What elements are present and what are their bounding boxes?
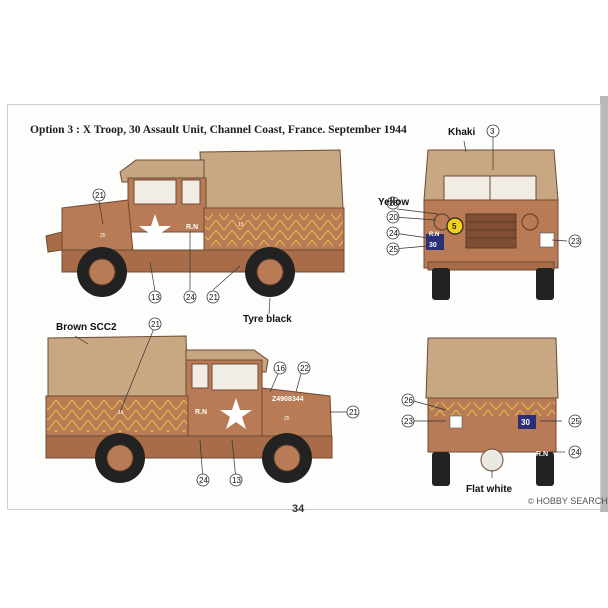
callout-13-a: 13 [151, 293, 160, 302]
callout-24-a: 24 [186, 293, 195, 302]
brown-label: Brown SCC2 [56, 322, 117, 333]
unit-number-front: 30 [429, 242, 437, 249]
rn-marking-right: R.N [195, 409, 207, 416]
hobby-search-watermark: © HOBBY SEARCH [528, 496, 608, 506]
rn-marking-left: R.N [186, 224, 198, 231]
rn-marking-front: R.N [429, 232, 439, 238]
truck-right-side-view [45, 335, 333, 483]
callout-20: 20 [389, 213, 398, 222]
callout-26-a: 26 [389, 199, 398, 208]
callout-16: 16 [276, 364, 285, 373]
side-number-right: 25 [284, 416, 290, 422]
bridge-class-plate: 5 [452, 222, 457, 231]
callout-26-b: 26 [404, 396, 413, 405]
callout-23-a: 23 [571, 237, 580, 246]
decal-texts: R.N R.N R.N R.N 30 30 5 Z4908344 25 25 1… [100, 222, 548, 458]
rn-marking-rear: R.N [536, 451, 548, 458]
callout-24-d: 24 [571, 448, 580, 457]
truck-front-view [423, 149, 559, 300]
callout-21-c: 21 [151, 320, 160, 329]
truck-left-side-view [45, 149, 345, 297]
registration-number: Z4908344 [272, 396, 304, 403]
callout-22: 22 [300, 364, 309, 373]
callout-3: 3 [490, 127, 495, 136]
truck-rear-view [425, 337, 559, 486]
tyre-black-label: Tyre black [243, 314, 292, 325]
side-number-left: 25 [100, 233, 106, 239]
callout-21-a: 21 [95, 191, 104, 200]
unit-number-rear: 30 [521, 418, 530, 427]
khaki-label: Khaki [448, 127, 476, 138]
callout-markers: 21 13 24 21 3 26 20 24 25 23 21 16 22 21… [92, 124, 582, 487]
page-title: Option 3 : X Troop, 30 Assault Unit, Cha… [30, 124, 407, 136]
callout-13-b: 13 [232, 476, 241, 485]
callout-24-b: 24 [389, 229, 398, 238]
yellow-label: Yellow [378, 197, 410, 208]
callout-25-b: 25 [571, 417, 580, 426]
callout-21-d: 21 [349, 408, 358, 417]
callout-23-b: 23 [404, 417, 413, 426]
callout-21-b: 21 [209, 293, 218, 302]
callout-25-a: 25 [389, 245, 398, 254]
side-number-small-left: 15 [238, 222, 244, 228]
side-number-small-right: 15 [118, 410, 124, 416]
copyright-icon: © [528, 497, 534, 506]
watermark-text: HOBBY SEARCH [536, 496, 608, 506]
callout-24-c: 24 [199, 476, 208, 485]
page-number: 34 [292, 503, 305, 515]
page-edge [600, 96, 608, 512]
flat-white-label: Flat white [466, 484, 513, 495]
